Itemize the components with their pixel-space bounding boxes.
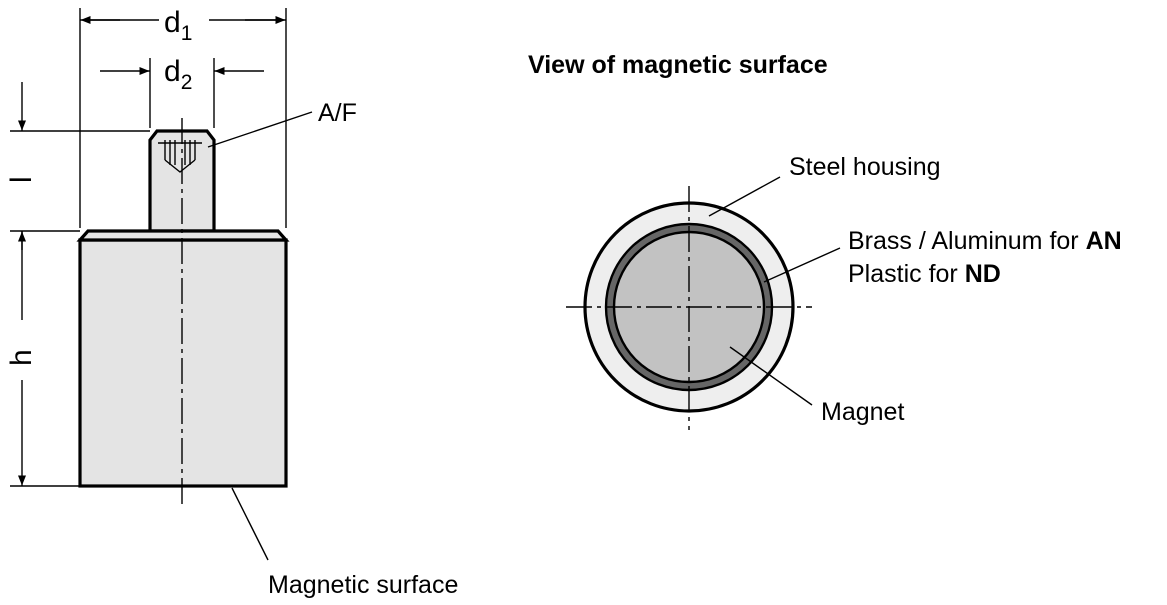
l-label: l (5, 176, 38, 183)
body-chamfer (76, 229, 290, 242)
magnetic-surface-label: Magnetic surface (268, 571, 458, 599)
face-view: View of magnetic surface Steel housing B… (528, 51, 1122, 430)
af-leader (207, 111, 313, 148)
af-label: A/F (318, 99, 357, 127)
magnetic-surface-leader (231, 487, 269, 561)
side-view: d1 d2 l h A/F Magnetic surface (5, 6, 458, 599)
magnet-leader (729, 346, 813, 406)
steel-housing-leader (708, 176, 781, 217)
magnet-label: Magnet (821, 398, 904, 426)
face-view-title: View of magnetic surface (528, 51, 828, 79)
insert-label-line1: Brass / Aluminum for AN (848, 227, 1122, 255)
d1-label: d1 (164, 6, 192, 45)
insert-label-line2: Plastic for ND (848, 260, 1001, 288)
d2-label: d2 (164, 55, 192, 94)
insert-leader (763, 247, 841, 283)
cylinder-body (78, 238, 288, 488)
steel-housing-label: Steel housing (789, 153, 941, 181)
h-label: h (5, 349, 38, 366)
hex-socket-icon (158, 140, 202, 173)
